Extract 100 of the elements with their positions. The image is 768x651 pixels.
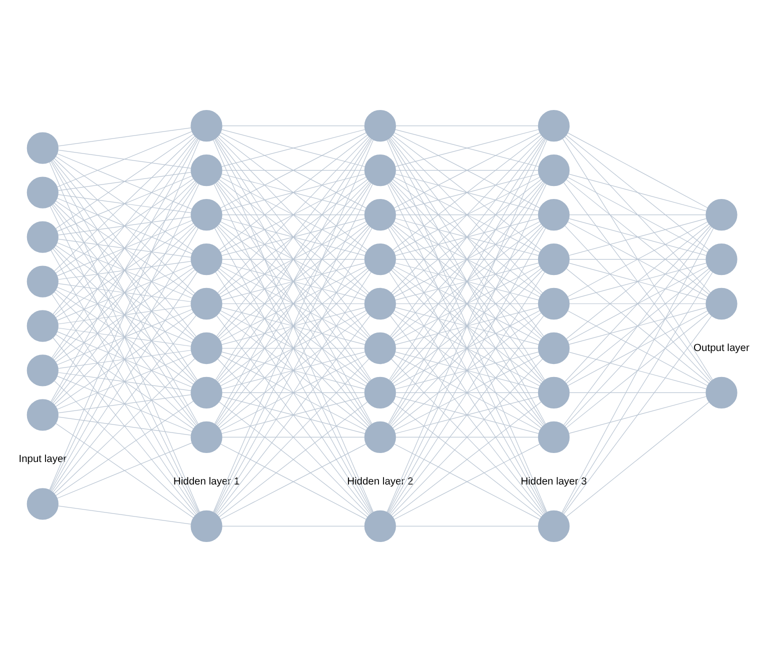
connector (56, 286, 192, 342)
connector (218, 268, 368, 384)
connector (51, 204, 198, 425)
connector (392, 268, 542, 384)
connector (394, 265, 540, 342)
connector (58, 194, 192, 213)
connector (58, 282, 192, 302)
connector (54, 180, 196, 316)
connector (563, 314, 712, 514)
connector (395, 173, 540, 211)
connector (220, 354, 367, 430)
connector (395, 214, 539, 215)
connector (54, 202, 196, 338)
node-circle (538, 332, 570, 364)
connector (222, 214, 365, 215)
connector (56, 175, 192, 232)
connector (569, 214, 706, 215)
connector (58, 327, 192, 346)
connector (58, 304, 192, 324)
connector (56, 375, 192, 432)
connector (56, 308, 192, 365)
connector (55, 334, 194, 429)
node-circle (364, 198, 396, 230)
node-circle (538, 110, 570, 142)
connector (218, 224, 370, 382)
connector (395, 306, 540, 344)
connector (222, 392, 365, 393)
node-circle (538, 510, 570, 542)
connector (395, 125, 539, 126)
connector (222, 302, 365, 304)
connector (52, 203, 196, 381)
node-circle (364, 420, 396, 453)
connector (220, 443, 367, 520)
connector (566, 134, 710, 250)
connector (58, 260, 192, 280)
connector (56, 242, 192, 298)
connector (51, 160, 198, 380)
connector (392, 312, 542, 428)
node-circle (26, 310, 58, 342)
connector (55, 156, 194, 251)
connector (392, 223, 542, 339)
node-circle (706, 376, 738, 408)
connector (562, 271, 713, 514)
connector (391, 180, 543, 338)
node-circle (538, 420, 570, 453)
connector (220, 176, 367, 252)
connector (58, 238, 192, 258)
connector (394, 132, 540, 208)
connector (221, 218, 366, 256)
connector (221, 351, 366, 389)
connector (54, 268, 196, 404)
connector (566, 268, 710, 384)
connector (222, 347, 365, 348)
connector (54, 135, 196, 271)
connector (562, 138, 713, 380)
node-circle (364, 510, 396, 542)
connector (215, 138, 372, 380)
connector (395, 302, 539, 304)
connector (568, 218, 707, 256)
label: Hidden layer 2 (347, 476, 414, 487)
connector (566, 223, 710, 339)
connector (566, 312, 710, 428)
connector (50, 227, 198, 491)
connector (222, 258, 365, 260)
connector (218, 180, 370, 338)
node-circle (364, 242, 396, 275)
connector (218, 358, 370, 516)
connector (58, 394, 192, 413)
connector (52, 181, 196, 359)
connector (55, 266, 194, 362)
connector (564, 269, 711, 426)
node-circle (538, 242, 570, 275)
label: Hidden layer 3 (520, 476, 587, 487)
connector (54, 224, 196, 360)
connector (58, 172, 192, 190)
node-circle (190, 110, 222, 142)
connector (391, 269, 543, 426)
connector (395, 396, 540, 434)
connector (566, 401, 710, 517)
connector (392, 178, 542, 294)
connector (395, 218, 540, 256)
connector (220, 220, 367, 297)
connector (394, 220, 540, 297)
node-circle (538, 376, 570, 408)
connector (567, 265, 708, 342)
connector (395, 525, 539, 526)
connector (563, 226, 712, 426)
node-circle (364, 287, 396, 320)
node-circle (190, 376, 222, 408)
connector (55, 289, 194, 384)
connector (394, 443, 540, 520)
connector (568, 351, 707, 389)
node-circle (706, 242, 738, 275)
connector (569, 392, 706, 393)
connector (55, 200, 194, 296)
connector (389, 182, 546, 424)
connector (56, 353, 192, 410)
node-circle (190, 287, 222, 320)
node-circle (364, 110, 396, 142)
connector (394, 310, 540, 386)
